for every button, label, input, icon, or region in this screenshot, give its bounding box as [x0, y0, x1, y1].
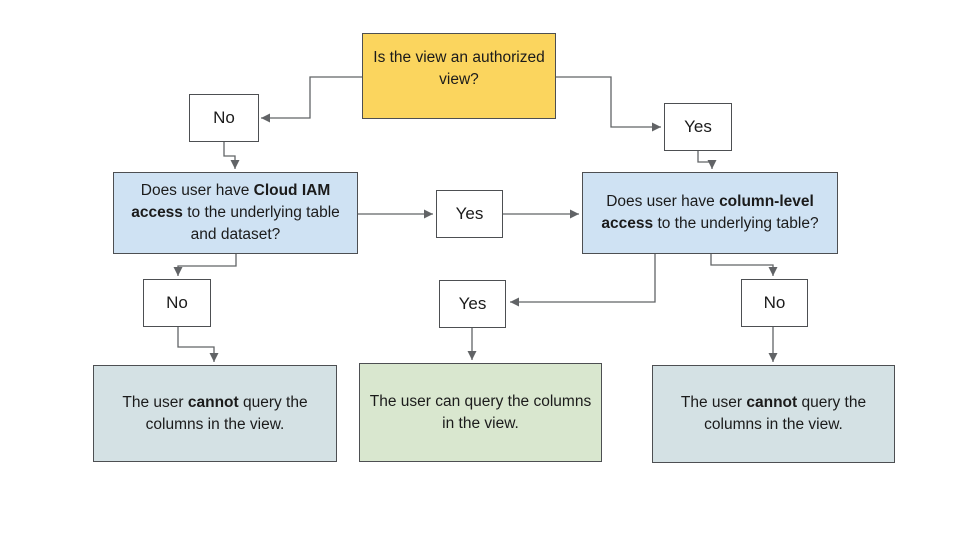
node-result-cannot-query-right: The user cannot query the columns in the…: [652, 365, 895, 463]
node-label: No: [763, 293, 786, 312]
node-no-branch-top: No: [189, 94, 259, 142]
node-result-can-query: The user can query the columns in the vi…: [359, 363, 602, 462]
node-label: No: [166, 293, 188, 312]
edge-col-yes3: [510, 254, 656, 307]
node-no-branch-right: No: [741, 279, 808, 327]
edge-root-no1: [261, 76, 362, 123]
node-label: Does user have Cloud IAM access to the u…: [131, 182, 340, 243]
node-yes-branch-middle: Yes: [436, 190, 503, 238]
node-label: The user can query the columns in the vi…: [369, 392, 592, 432]
edge-no2-resultleft: [177, 327, 219, 362]
node-yes-branch-bottom: Yes: [439, 280, 506, 328]
node-cloud-iam-question: Does user have Cloud IAM access to the u…: [113, 172, 358, 254]
node-authorized-view-question: Is the view an authorized view?: [362, 33, 556, 119]
edge-yes1-col: [697, 151, 717, 169]
edge-root-yes1: [556, 76, 661, 132]
edge-col-no3: [710, 254, 778, 276]
node-label: Yes: [458, 294, 487, 313]
edge-no1-iam: [223, 142, 240, 169]
node-yes-branch-top: Yes: [664, 103, 732, 151]
node-label: Yes: [455, 204, 484, 223]
node-label: No: [213, 108, 235, 127]
node-column-level-question: Does user have column-level access to th…: [582, 172, 838, 254]
node-label: Yes: [684, 117, 712, 136]
node-label: Does user have column-level access to th…: [601, 193, 819, 232]
node-label: Is the view an authorized view?: [373, 49, 545, 88]
node-label: The user cannot query the columns in the…: [122, 393, 308, 433]
node-label: The user cannot query the columns in the…: [680, 394, 867, 433]
edge-iam-no2: [173, 254, 237, 276]
node-no-branch-left: No: [143, 279, 211, 327]
node-result-cannot-query-left: The user cannot query the columns in the…: [93, 365, 337, 462]
